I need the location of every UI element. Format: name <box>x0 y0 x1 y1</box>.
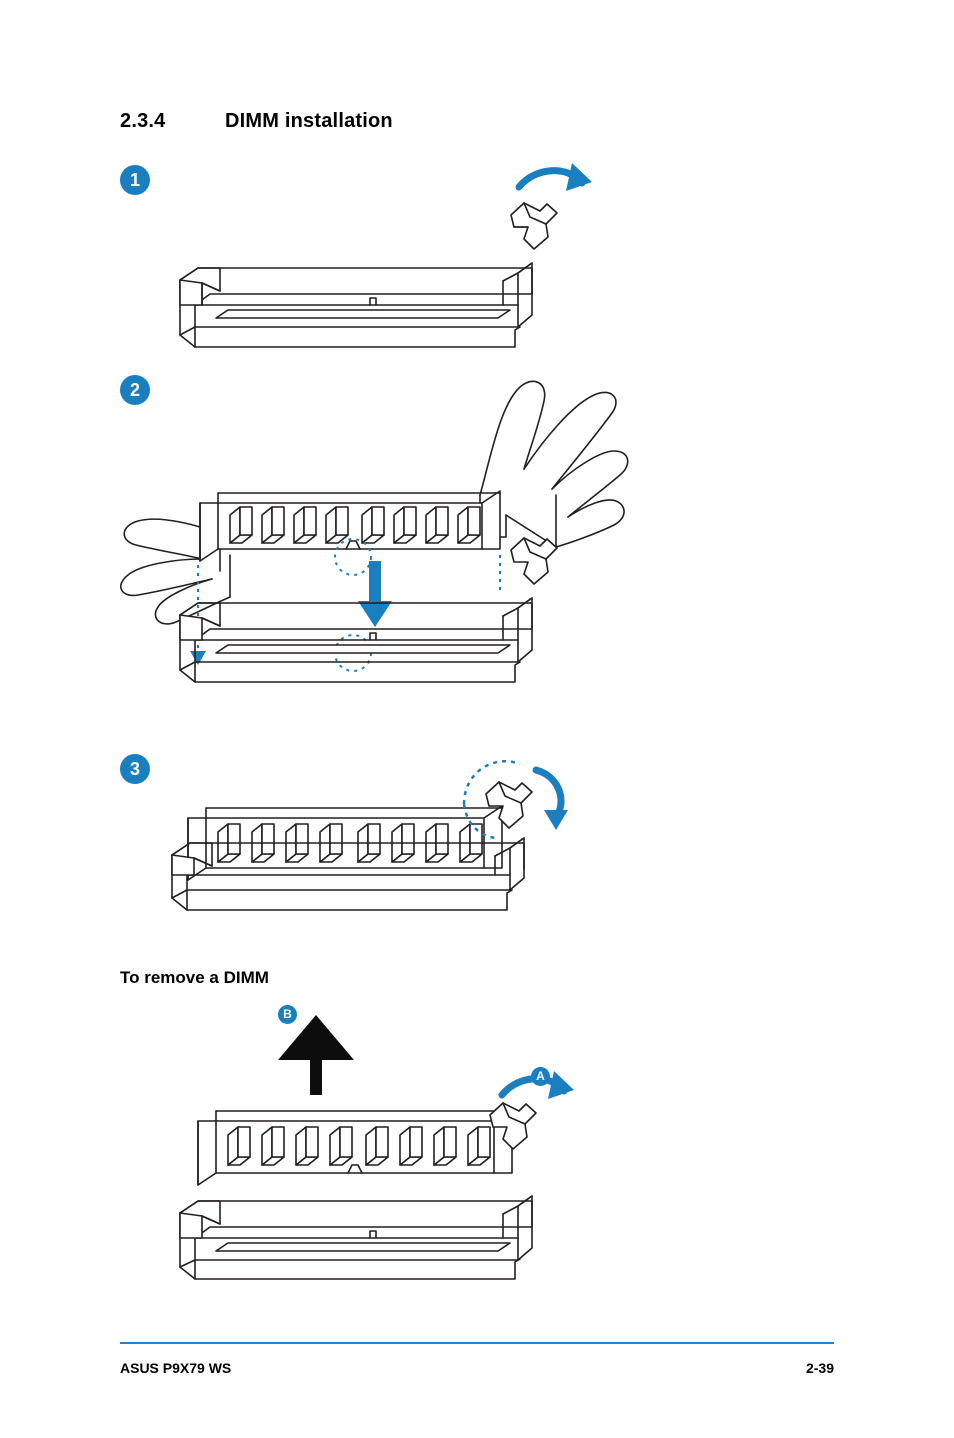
alignment-guide-dotted <box>197 555 501 653</box>
dimm-removal-illustration <box>179 1015 574 1280</box>
remove-arrow-icon <box>278 1015 354 1095</box>
step-badge-2: 2 <box>120 375 150 405</box>
step-badge-a: A <box>531 1067 550 1086</box>
page-title: 2.3.4 DIMM installation <box>120 110 393 133</box>
footer-divider <box>120 1342 834 1344</box>
section-number: 2.3.4 <box>120 110 166 132</box>
dimm-insert-illustration <box>120 380 629 683</box>
step-badge-1: 1 <box>120 165 150 195</box>
footer-page-number: 2-39 <box>805 1360 834 1376</box>
dimm-slot-open-illustration <box>179 163 592 348</box>
figure-step-2: 2 <box>100 365 640 725</box>
rotate-arrow-icon <box>532 766 568 830</box>
footer-product-name: ASUS P9X79 WS <box>120 1360 232 1376</box>
section-title: DIMM installation <box>225 110 393 132</box>
figure-step-1: 1 <box>120 155 620 355</box>
figure-remove-dimm: B A <box>150 1005 630 1305</box>
dimm-seated-illustration <box>171 760 568 911</box>
subsection-title: To remove a DIMM <box>120 968 269 987</box>
step-badge-3: 3 <box>120 754 150 784</box>
step-badge-b: B <box>278 1005 297 1024</box>
figure-step-3: 3 <box>120 750 620 940</box>
clip-close-dotted-arc <box>462 760 521 840</box>
rotate-arrow-icon <box>515 163 592 191</box>
insert-arrow-icon <box>358 561 392 627</box>
